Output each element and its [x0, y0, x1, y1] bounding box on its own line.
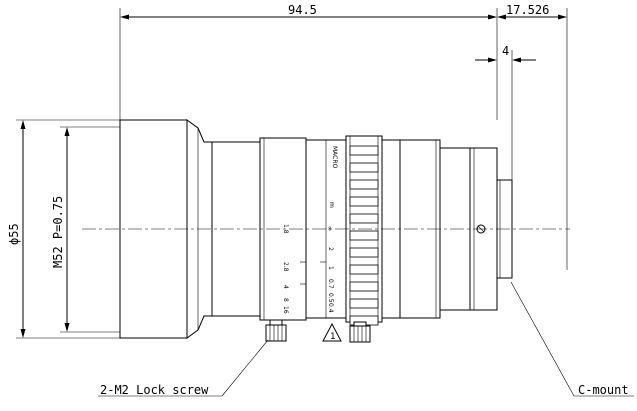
iris-mark-1: 2.8: [282, 262, 289, 272]
knurl-groove: [349, 298, 379, 309]
flange-length-label: 17.526: [506, 3, 549, 17]
iris-scale: 1.8 2.8 4 8 16: [282, 224, 326, 314]
focus-mark-2: 0.7: [327, 279, 334, 289]
filter-thread-label: M52 P=0.75: [51, 196, 65, 268]
knurl-groove: [349, 162, 379, 173]
focus-scale-brand: MACRO: [331, 146, 338, 169]
lock-screw-label: 2-M2 Lock screw: [100, 383, 209, 397]
lock-screw-callout: 2-M2 Lock screw: [98, 339, 269, 397]
lock-screw-right: [349, 321, 371, 343]
mount-depth-label: 4: [502, 44, 509, 58]
overall-length-dimension: 94.5: [119, 3, 498, 120]
overall-length-label: 94.5: [288, 3, 317, 17]
knurl-groove: [349, 281, 379, 292]
iris-mark-4: 16: [282, 306, 289, 314]
focus-scale-unit: m: [328, 202, 335, 208]
knurl-groove: [349, 247, 379, 258]
warning-triangle-icon: 1: [322, 322, 342, 342]
flange-length-dimension: 17.526: [497, 3, 568, 270]
knurl-groove: [349, 230, 379, 241]
iris-mark-3: 8: [282, 298, 289, 302]
focus-mark-4: 0.4: [327, 303, 334, 313]
outer-diameter-dimension: ϕ55: [7, 119, 120, 339]
iris-mark-0: 1.8: [282, 224, 289, 234]
knurl-groove: [349, 264, 379, 275]
knurl-groove: [349, 213, 379, 224]
lock-screw-left: [265, 319, 287, 342]
mount-depth-dimension: 4: [475, 44, 536, 180]
knurl-groove: [349, 196, 379, 207]
focus-mark-0: 2: [327, 247, 334, 251]
focus-scale-infinity: ∞: [326, 226, 333, 231]
c-mount-label: C-mount: [578, 383, 629, 397]
filter-thread-dimension: M52 P=0.75: [51, 126, 120, 333]
svg-text:1: 1: [330, 332, 336, 342]
iris-mark-2: 4: [282, 285, 289, 289]
focus-scale: MACRO m ∞ 2 1 0.7 0.5 0.4: [326, 146, 338, 313]
knurl-groove: [349, 145, 379, 156]
focus-mark-1: 1: [327, 266, 334, 270]
focus-mark-3: 0.5: [327, 293, 334, 303]
c-mount-callout: C-mount: [510, 281, 634, 397]
focus-ring-knurl: [349, 145, 379, 326]
outer-diameter-label: ϕ55: [7, 223, 21, 245]
knurl-groove: [349, 179, 379, 190]
